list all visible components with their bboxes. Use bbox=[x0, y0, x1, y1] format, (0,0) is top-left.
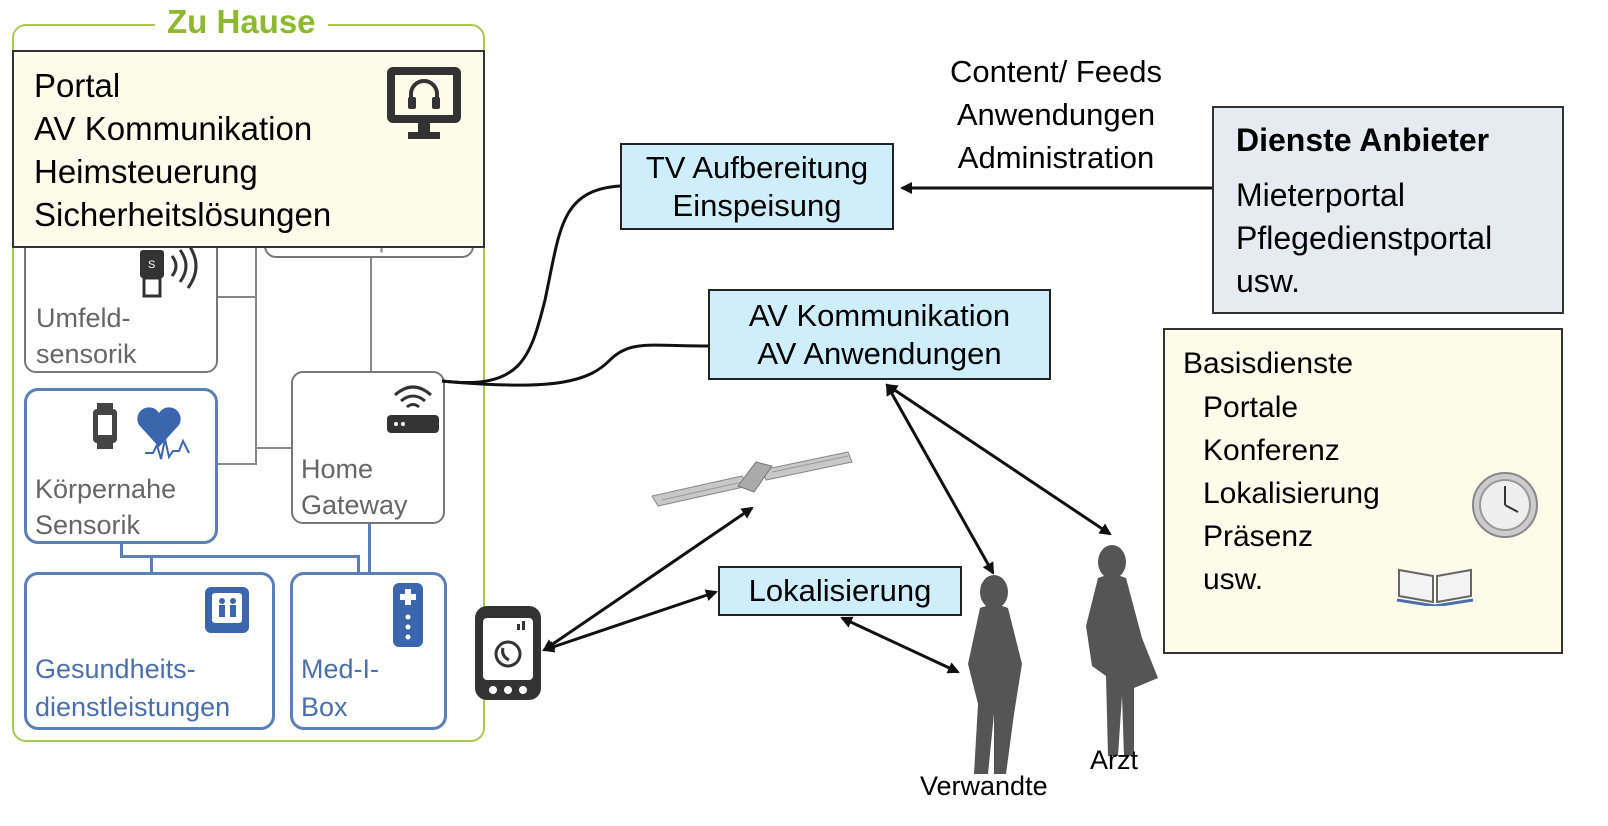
content-label-3: Administration bbox=[957, 140, 1155, 175]
basis-item-5: usw. bbox=[1203, 563, 1264, 596]
connector-line bbox=[368, 523, 371, 575]
person-verwandte-icon bbox=[968, 575, 1022, 774]
koerpernahe-sensorik-box: Körpernahe Sensorik bbox=[24, 388, 218, 544]
basisdienste-box: Basisdienste Portale Konferenz Lokalisie… bbox=[1163, 328, 1563, 654]
home-gateway-box: Home Gateway bbox=[291, 371, 445, 524]
tv-line-1: TV Aufbereitung bbox=[645, 150, 869, 185]
content-label-2: Anwendungen bbox=[956, 97, 1156, 132]
portal-line-3: Heimsteuerung bbox=[34, 153, 258, 190]
phone-lokalisierung-arrow bbox=[542, 589, 718, 653]
mobile-phone-icon bbox=[475, 606, 541, 700]
dienste-item-1: Mieterportal bbox=[1236, 177, 1405, 213]
portal-line-2: AV Kommunikation bbox=[34, 110, 313, 147]
basis-item-2: Konferenz bbox=[1203, 434, 1340, 467]
connector-line bbox=[218, 463, 256, 465]
satellite-icon bbox=[651, 451, 853, 507]
verwandte-label: Verwandte bbox=[920, 771, 1048, 801]
av-kommunikation-box: AV Kommunikation AV Anwendungen bbox=[708, 289, 1051, 380]
clock-icon bbox=[1472, 472, 1538, 538]
gateway-label-2: Gateway bbox=[301, 490, 408, 520]
connector-line bbox=[357, 555, 360, 575]
portal-line-1: Portal bbox=[34, 67, 121, 104]
gesundheit-label-1: Gesundheits- bbox=[35, 654, 196, 684]
connector-line bbox=[255, 447, 292, 449]
connector-line bbox=[120, 543, 123, 557]
connector-line bbox=[370, 255, 372, 373]
tv-aufbereitung-box: TV Aufbereitung Einspeisung bbox=[620, 143, 894, 230]
lokalisierung-label: Lokalisierung bbox=[748, 573, 932, 608]
dienste-title: Dienste Anbieter bbox=[1236, 122, 1490, 158]
tv-headphones-icon bbox=[387, 67, 461, 139]
basis-title: Basisdienste bbox=[1183, 347, 1354, 380]
arzt-label: Arzt bbox=[1090, 745, 1139, 775]
gesundheit-label-2: dienstleistungen bbox=[35, 692, 231, 722]
lokalisierung-verwandte-arrow bbox=[840, 616, 960, 674]
tv-line-2: Einspeisung bbox=[672, 188, 842, 223]
medibox-label-1: Med-I- bbox=[301, 654, 380, 684]
koerpernahe-label-1: Körpernahe bbox=[35, 474, 177, 504]
book-icon bbox=[1396, 568, 1474, 606]
av-arzt-arrow bbox=[885, 383, 1112, 536]
basis-item-3: Lokalisierung bbox=[1203, 477, 1380, 510]
koerpernahe-label-2: Sensorik bbox=[35, 510, 141, 540]
connector-line bbox=[218, 296, 256, 298]
connector-line bbox=[255, 245, 257, 465]
av-line-2: AV Anwendungen bbox=[757, 336, 1002, 371]
content-label-1: Content/ Feeds bbox=[950, 54, 1162, 89]
av-verwandte-arrow bbox=[885, 383, 995, 575]
medibox-box: Med-I- Box bbox=[290, 572, 447, 730]
gateway-tv-curve bbox=[441, 184, 621, 384]
av-line-1: AV Kommunikation bbox=[748, 298, 1011, 333]
umfeld-label-1: Umfeld- bbox=[36, 303, 131, 333]
dienste-item-3: usw. bbox=[1236, 263, 1301, 299]
medibox-icon bbox=[393, 583, 423, 647]
health-app-icon bbox=[205, 587, 249, 633]
gateway-label-1: Home bbox=[301, 454, 374, 484]
svg-text:S: S bbox=[148, 259, 155, 271]
connector-line bbox=[150, 555, 153, 575]
lokalisierung-box: Lokalisierung bbox=[718, 566, 962, 616]
dienste-anbieter-box: Dienste Anbieter Mieterportal Pflegedien… bbox=[1212, 106, 1564, 314]
person-arzt-icon bbox=[1086, 545, 1158, 756]
content-labels: Content/ Feeds Anwendungen Administratio… bbox=[900, 50, 1212, 179]
basis-item-4: Präsenz bbox=[1203, 520, 1314, 553]
connector-line bbox=[120, 555, 360, 558]
home-title: Zu Hause bbox=[155, 2, 328, 42]
portal-box: Portal AV Kommunikation Heimsteuerung Si… bbox=[12, 50, 485, 248]
basis-item-1: Portale bbox=[1203, 391, 1299, 424]
gateway-av-curve bbox=[441, 343, 709, 387]
router-wifi-icon bbox=[387, 385, 439, 433]
watch-heart-icon bbox=[93, 403, 190, 460]
dienste-item-2: Pflegedienstportal bbox=[1236, 220, 1493, 256]
portal-line-4: Sicherheitslösungen bbox=[34, 196, 332, 233]
umfeld-label-2: sensorik bbox=[36, 339, 137, 369]
gesundheit-box: Gesundheits- dienstleistungen bbox=[24, 572, 275, 730]
medibox-label-2: Box bbox=[301, 692, 348, 722]
